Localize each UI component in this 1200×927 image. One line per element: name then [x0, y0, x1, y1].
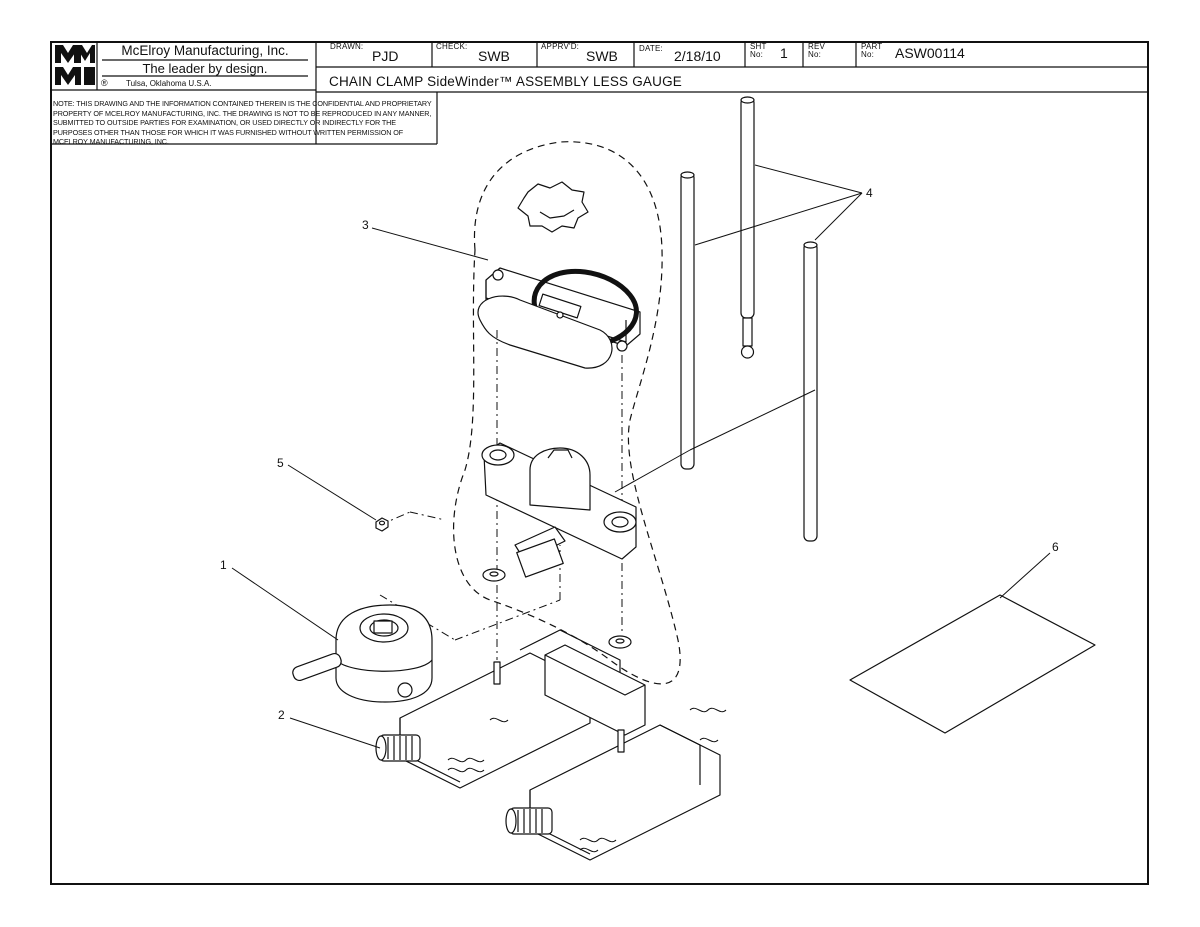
callout-1: 1	[220, 558, 227, 572]
drawing-title: CHAIN CLAMP SideWinder™ ASSEMBLY LESS GA…	[329, 74, 682, 89]
check-value: SWB	[478, 48, 510, 64]
registered-mark: ®	[101, 78, 108, 88]
leader-lines	[231, 164, 1051, 749]
check-label: CHECK:	[436, 42, 468, 51]
middle-clamp-body	[481, 442, 637, 578]
rev-label: REV No:	[808, 42, 826, 59]
instruction-sheet	[849, 594, 1096, 734]
company-location: Tulsa, Oklahoma U.S.A.	[126, 79, 212, 88]
drawing-frame	[50, 41, 1149, 885]
top-clamp-bar	[477, 267, 641, 369]
callout-5: 5	[277, 456, 284, 470]
chains	[447, 707, 727, 853]
splined-shaft-right	[505, 807, 553, 835]
gearbox	[292, 604, 433, 703]
confidentiality-note: NOTE: THIS DRAWING AND THE INFORMATION C…	[53, 99, 432, 147]
callout-3: 3	[362, 218, 369, 232]
subassembly-outline	[452, 141, 681, 685]
date-label: DATE:	[639, 44, 663, 53]
splined-shaft-left	[375, 734, 421, 762]
part-value: ASW00114	[895, 45, 965, 61]
callout-2: 2	[278, 708, 285, 722]
mmi-logo	[55, 45, 95, 85]
chain-clamp-base	[399, 629, 721, 861]
drawn-label: DRAWN:	[330, 42, 364, 51]
guide-rods	[680, 96, 818, 542]
sht-value: 1	[780, 45, 788, 61]
callout-6: 6	[1052, 540, 1059, 554]
date-value: 2/18/10	[674, 48, 721, 64]
apprvd-label: APPRV'D:	[541, 42, 580, 51]
drawn-value: PJD	[372, 48, 399, 64]
callout-4: 4	[866, 186, 873, 200]
company-tagline: The leader by design.	[142, 61, 268, 76]
apprvd-value: SWB	[586, 48, 618, 64]
sht-label: SHT No:	[750, 42, 767, 59]
part-label: PART No:	[861, 42, 883, 59]
company-name: McElroy Manufacturing, Inc.	[121, 43, 289, 58]
clamp-knob	[517, 181, 589, 233]
